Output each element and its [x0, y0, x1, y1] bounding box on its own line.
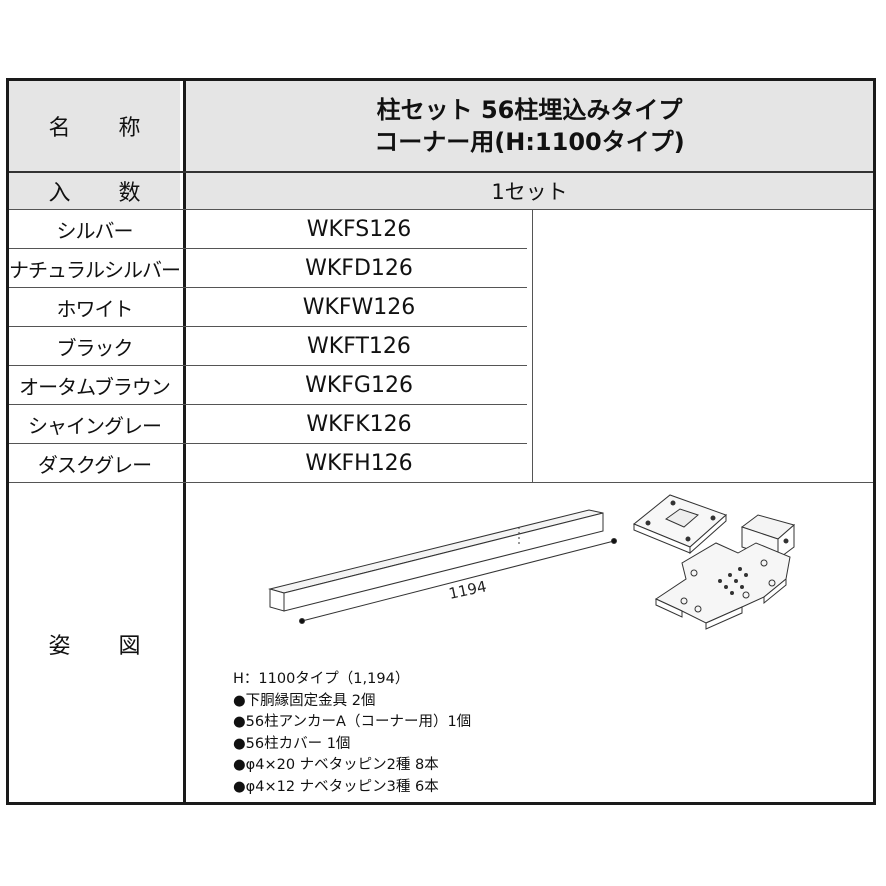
color-name-black: ブラック — [56, 335, 134, 360]
product-code-silver: WKFS126 — [306, 216, 412, 242]
parts-list-item: ●φ4×20 ナベタッピン2種 8本 — [233, 757, 439, 773]
spec-table: 名 称 柱セット 56柱埋込みタイプ コーナー用(H:1100タイプ) 入 数 … — [6, 78, 876, 805]
product-code-shine-gray: WKFK126 — [306, 411, 412, 437]
code-column-divider — [532, 210, 533, 483]
name-label-char-1: 名 — [48, 116, 71, 141]
name-label-char-2: 称 — [118, 116, 141, 141]
product-code-white: WKFW126 — [302, 294, 416, 320]
parts-list: H：1100タイプ（1,194） ●下胴縁固定金具 2個 ●56柱アンカーA（コ… — [233, 669, 471, 798]
color-name-white: ホワイト — [56, 296, 134, 321]
parts-list-item: ●56柱カバー 1個 — [233, 735, 351, 752]
row-divider — [9, 209, 873, 210]
product-title-line-1: 柱セット 56柱埋込みタイプ — [376, 96, 683, 124]
figure-label-char-2: 図 — [118, 634, 141, 659]
product-code-black: WKFT126 — [307, 333, 411, 359]
row-divider — [9, 171, 873, 173]
figure-label: 姿 図 — [9, 483, 180, 805]
anchor-plate-drawing — [654, 542, 791, 630]
post-drawing — [268, 509, 604, 612]
quantity-label-char-1: 入 — [48, 181, 71, 206]
row-divider — [9, 443, 527, 444]
name-label: 名 称 — [9, 81, 180, 171]
parts-drawing: 1194 — [268, 494, 796, 630]
row-divider — [9, 404, 527, 405]
dimension-line — [299, 538, 617, 624]
row-divider — [9, 365, 527, 366]
product-code-natural-silver: WKFD126 — [305, 255, 413, 281]
row-divider — [9, 326, 527, 327]
quantity-label: 入 数 — [9, 173, 180, 209]
row-divider — [9, 287, 527, 288]
product-title-line-2: コーナー用(H:1100タイプ) — [374, 128, 685, 156]
product-code-autumn-brown: WKFG126 — [305, 372, 413, 398]
parts-list-item: ●φ4×12 ナベタッピン3種 6本 — [233, 778, 439, 795]
quantity-label-char-2: 数 — [118, 181, 141, 206]
product-code-dusk-gray: WKFH126 — [305, 450, 413, 476]
product-title: 柱セット 56柱埋込みタイプ コーナー用(H:1100タイプ) — [186, 81, 873, 171]
dimension-label: 1194 — [447, 577, 488, 603]
row-divider — [9, 482, 873, 483]
parts-list-item: H：1100タイプ（1,194） — [233, 671, 410, 687]
figure-label-char-1: 姿 — [48, 634, 71, 659]
parts-list-item: ●下胴縁固定金具 2個 — [233, 692, 376, 709]
label-column-divider — [183, 81, 186, 802]
color-name-dusk-gray: ダスクグレー — [37, 452, 152, 477]
parts-list-item: ●56柱アンカーA（コーナー用）1個 — [233, 714, 472, 730]
quantity-value: 1セット — [186, 173, 873, 209]
row-divider — [9, 248, 527, 249]
color-name-autumn-brown: オータムブラウン — [19, 374, 171, 399]
color-name-silver: シルバー — [56, 218, 134, 243]
mounting-plate-drawing — [633, 494, 727, 555]
color-name-natural-silver: ナチュラルシルバー — [9, 257, 181, 282]
color-name-shine-gray: シャイングレー — [28, 413, 162, 438]
